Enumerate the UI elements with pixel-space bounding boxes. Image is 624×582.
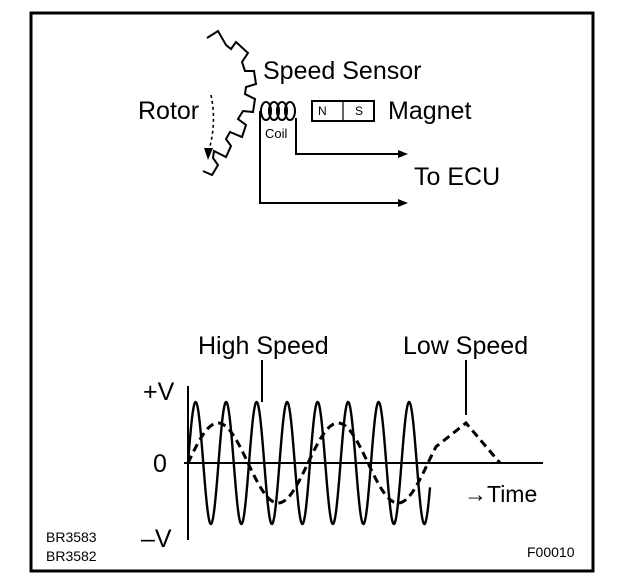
magnet-label: Magnet [388,97,472,125]
diagram-border [29,11,595,573]
rotor-teeth [202,29,258,177]
ecu-wires [259,111,398,204]
zero-label: 0 [153,450,167,478]
rotor-rotation-arrow [208,94,215,151]
coil-label: Coil [265,126,288,141]
low-speed-label: Low Speed [403,332,529,360]
plus-v-label: +V [143,378,175,406]
high-speed-label: High Speed [198,332,329,360]
low-speed-waveform [186,420,502,505]
rotor-label: Rotor [138,97,200,125]
magnet-pole-s: S [355,104,364,118]
coil-winding [260,101,296,121]
magnet-pole-n: N [318,104,327,118]
rotor-arrow-head [204,148,213,160]
figure-code: F00010 [527,544,575,560]
high-speed-waveform [186,400,432,526]
wire-arrow-head-upper [398,150,408,158]
minus-v-label: –V [141,525,172,553]
time-label: →Time [464,481,538,507]
speed-sensor-title: Speed Sensor [263,57,422,85]
reference-code-2: BR3582 [46,548,97,564]
reference-code-1: BR3583 [46,529,97,545]
wire-arrow-head-lower [398,199,408,207]
to-ecu-label: To ECU [414,163,501,191]
